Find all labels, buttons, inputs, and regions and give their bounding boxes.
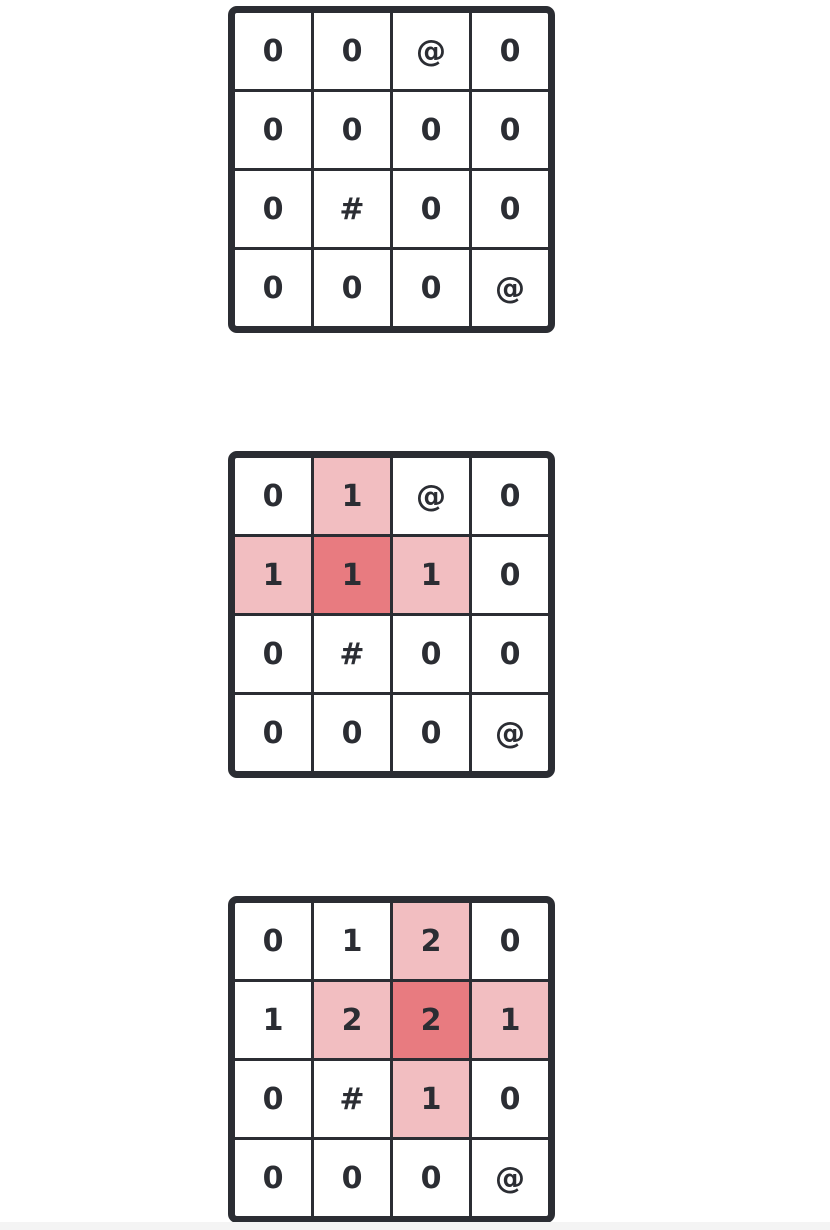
grid-1-cells: 0 0 @ 0 0 0 0 0 0 # 0 0 0 0 0 @ (235, 13, 548, 326)
grid-cell: 0 (235, 1061, 311, 1137)
grid-cell: 0 (472, 537, 548, 613)
grid-2: 0 1 @ 0 1 1 1 0 0 # 0 0 0 0 0 @ (228, 451, 555, 778)
grid-cell: 0 (472, 616, 548, 692)
grid-cell: 2 (314, 982, 390, 1058)
grid-cell: 1 (393, 1061, 469, 1137)
grid-cell: 1 (393, 537, 469, 613)
grid-2-cells: 0 1 @ 0 1 1 1 0 0 # 0 0 0 0 0 @ (235, 458, 548, 771)
grid-cell: @ (393, 458, 469, 534)
bottom-edge (0, 1222, 830, 1230)
grid-cell: 0 (393, 1140, 469, 1216)
grid-cell: 0 (472, 92, 548, 168)
grid-cell: @ (472, 695, 548, 771)
grid-cell: 0 (235, 1140, 311, 1216)
grid-cell: 0 (235, 903, 311, 979)
grid-cell: 1 (235, 537, 311, 613)
grid-cell: @ (393, 13, 469, 89)
grid-cell: # (314, 616, 390, 692)
grid-cell: 2 (393, 982, 469, 1058)
grid-cell: 0 (393, 92, 469, 168)
grid-cell: 0 (472, 458, 548, 534)
grid-cell: 0 (314, 13, 390, 89)
grid-cell: 0 (393, 695, 469, 771)
grid-cell: 0 (235, 458, 311, 534)
grid-cell: # (314, 171, 390, 247)
grid-cell: @ (472, 250, 548, 326)
grid-cell: 1 (314, 903, 390, 979)
grid-cell: 0 (472, 1061, 548, 1137)
grid-cell: 0 (472, 13, 548, 89)
grid-cell: 0 (235, 250, 311, 326)
grid-cell: 0 (472, 903, 548, 979)
grid-cell: 0 (235, 13, 311, 89)
grid-cell: 0 (393, 616, 469, 692)
grid-cell: 1 (314, 537, 390, 613)
grid-cell: 0 (235, 616, 311, 692)
grid-cell: 1 (235, 982, 311, 1058)
grid-3: 0 1 2 0 1 2 2 1 0 # 1 0 0 0 0 @ (228, 896, 555, 1223)
grid-1: 0 0 @ 0 0 0 0 0 0 # 0 0 0 0 0 @ (228, 6, 555, 333)
grid-cell: 0 (235, 171, 311, 247)
grid-cell: 1 (472, 982, 548, 1058)
grid-cell: 0 (314, 250, 390, 326)
grid-cell: 0 (235, 695, 311, 771)
grid-cell: 0 (393, 171, 469, 247)
grid-cell: # (314, 1061, 390, 1137)
grid-cell: @ (472, 1140, 548, 1216)
grid-3-cells: 0 1 2 0 1 2 2 1 0 # 1 0 0 0 0 @ (235, 903, 548, 1216)
grid-cell: 0 (235, 92, 311, 168)
grid-cell: 0 (314, 92, 390, 168)
grid-cell: 2 (393, 903, 469, 979)
grid-cell: 0 (314, 1140, 390, 1216)
grid-cell: 1 (314, 458, 390, 534)
grid-cell: 0 (393, 250, 469, 326)
grid-cell: 0 (472, 171, 548, 247)
grid-cell: 0 (314, 695, 390, 771)
